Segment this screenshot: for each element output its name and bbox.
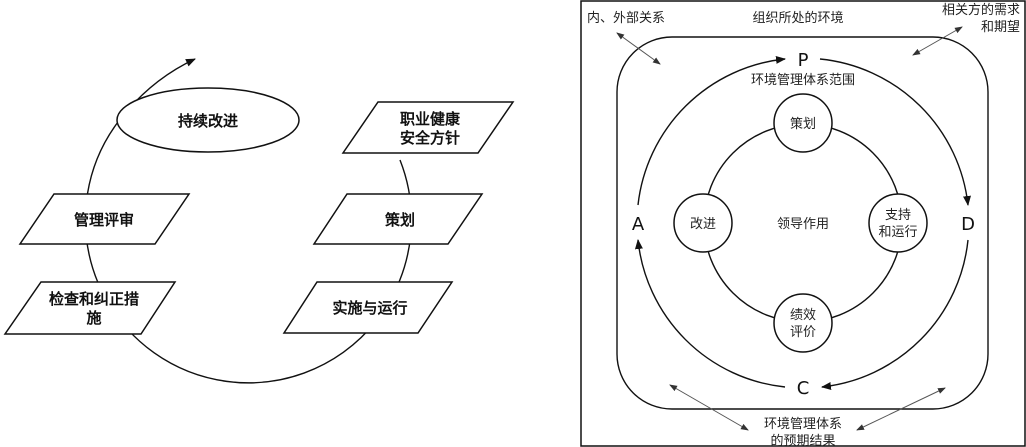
planning-node-label: 策划: [790, 116, 816, 132]
review-label: 管理评审: [74, 211, 134, 229]
continuous-improvement-label: 持续改进: [178, 112, 238, 130]
support-node: 支持 和运行: [868, 193, 928, 253]
context-boundary: [616, 36, 989, 410]
double-arrow: [616, 32, 661, 65]
act-to-plan-arrow: [637, 55, 786, 206]
evaluation-node-label-line1: 绩效: [790, 308, 816, 323]
planning-node: 策划: [773, 93, 833, 153]
double-arrow: [669, 384, 749, 431]
planning-box: 策划: [312, 193, 484, 245]
outcomes-label-line1: 环境管理体系: [764, 417, 842, 432]
stakeholders-label-line2: 和期望: [981, 19, 1020, 35]
support-node-label-line2: 和运行: [878, 225, 917, 240]
evaluation-node-label-line2: 评价: [790, 325, 816, 340]
ems-pdca-diagram: 内、外部关系 组织所处的环境 相关方的需求 和期望 P D C A 环境管理体系…: [580, 0, 1026, 447]
improvement-node: 改进: [673, 193, 733, 253]
checking-label-line1: 检查和纠正措: [49, 290, 139, 308]
improvement-node-label: 改进: [690, 217, 716, 232]
implementation-label: 实施与运行: [332, 299, 407, 317]
do-to-check-arrow: [821, 239, 969, 390]
pdca-a: A: [632, 214, 645, 235]
check-to-act-arrow: [634, 239, 786, 388]
checking-label-line2: 施: [86, 309, 101, 327]
scope-label: 环境管理体系范围: [751, 73, 855, 88]
policy-box: 职业健康 安全方针: [341, 101, 515, 154]
double-arrow: [912, 26, 963, 56]
checking-box: 检查和纠正措 施: [3, 281, 177, 335]
review-box: 管理评审: [18, 193, 191, 245]
policy-label-line1: 职业健康: [400, 110, 461, 128]
policy-label-line2: 安全方针: [400, 129, 460, 147]
implementation-box: 实施与运行: [282, 281, 454, 334]
support-node-label-line1: 支持: [885, 208, 911, 223]
pdca-p: P: [798, 50, 809, 71]
pdca-d: D: [961, 214, 975, 235]
context-label: 组织所处的环境: [752, 10, 843, 26]
evaluation-node: 绩效 评价: [773, 293, 833, 353]
pdca-c: C: [797, 378, 810, 399]
outcomes-label-line2: 的预期结果: [770, 433, 835, 447]
double-arrow: [856, 387, 946, 431]
plan-to-do-arrow: [819, 58, 971, 206]
external-relations-label: 内、外部关系: [587, 10, 665, 26]
ohs-cycle-diagram: 持续改进 职业健康 安全方针 策划 实施与运行 管理评审 检查和纠正措 施: [3, 58, 515, 384]
panel-border: [580, 0, 1026, 447]
stakeholders-label-line1: 相关方的需求: [942, 2, 1020, 18]
continuous-improvement-ellipse: [116, 87, 300, 153]
leadership-label: 领导作用: [777, 217, 829, 232]
planning-label: 策划: [384, 211, 415, 229]
